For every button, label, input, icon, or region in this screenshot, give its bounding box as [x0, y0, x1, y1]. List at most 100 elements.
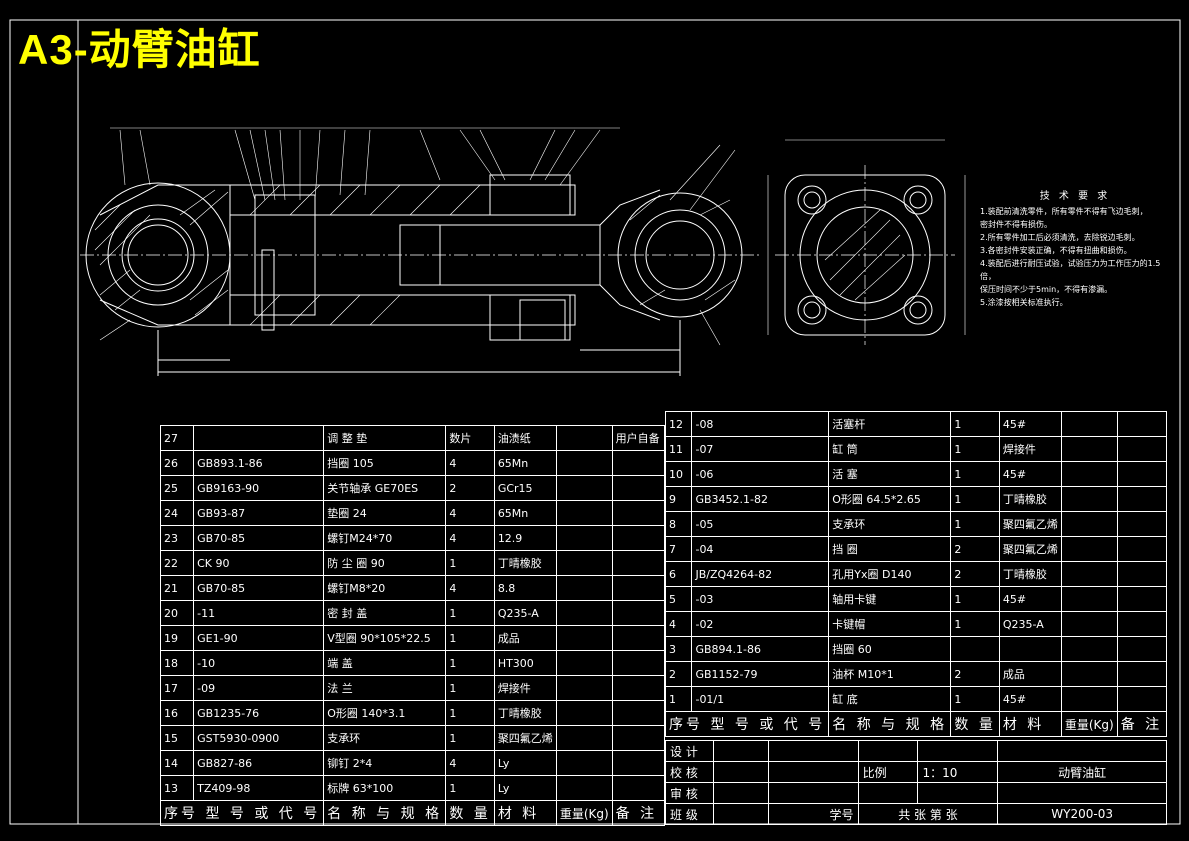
parts-list-header: 序号 型 号 或 代 号 名 称 与 规 格 数 量 材 料 重量(Kg) 备 … [664, 711, 1168, 737]
cell-wt [1060, 461, 1118, 487]
cell-mat: Ly [493, 775, 557, 801]
cell-wt [555, 675, 613, 701]
cell-wt [555, 750, 613, 776]
header-seq-code: 序号 型 号 或 代 号 [159, 800, 325, 826]
cell-seq: 11 [664, 436, 693, 462]
cell-name: 缸 筒 [828, 436, 952, 462]
cell-seq: 12 [664, 411, 693, 437]
cell-seq: 26 [159, 450, 195, 476]
cell-qty: 1 [950, 461, 1000, 487]
cell-mat: 8.8 [493, 575, 557, 601]
cell-code: CK 90 [193, 550, 325, 576]
cell-mat: Ly [493, 750, 557, 776]
cell-seq: 21 [159, 575, 195, 601]
cell-seq: 5 [664, 586, 693, 612]
cell-note [611, 525, 666, 551]
cell-mat: Q235-A [493, 600, 557, 626]
cell-mat: 65Mn [493, 450, 557, 476]
cell-note [1116, 661, 1168, 687]
header-weight: 重量(Kg) [1060, 711, 1118, 737]
cell-note [611, 750, 666, 776]
cell-code: -05 [691, 511, 830, 537]
cell-code: -03 [691, 586, 830, 612]
cell-code: -06 [691, 461, 830, 487]
cell-name: 螺钉M24*70 [323, 525, 447, 551]
cell-code: -08 [691, 411, 830, 437]
header-name: 名 称 与 规 格 [828, 711, 952, 737]
cell-note [1116, 586, 1168, 612]
cell-qty: 1 [950, 511, 1000, 537]
tech-req-heading: 技 术 要 求 [1039, 191, 1111, 202]
cell-note [611, 550, 666, 576]
cell-qty: 1 [445, 700, 495, 726]
cell-wt [1060, 611, 1118, 637]
cell-wt [555, 575, 613, 601]
cell-wt [555, 700, 613, 726]
cell-note [1116, 561, 1168, 587]
cell-note [1116, 636, 1168, 662]
cell-code: GB3452.1-82 [691, 486, 830, 512]
cell-qty: 1 [445, 550, 495, 576]
cell-qty: 1 [950, 686, 1000, 712]
cell-mat [998, 636, 1062, 662]
cell-note [611, 725, 666, 751]
cell-qty: 4 [445, 525, 495, 551]
cell-name: 挡 圈 [828, 536, 952, 562]
cell-name: 轴用卡键 [828, 586, 952, 612]
cell-mat: 丁晴橡胶 [998, 486, 1062, 512]
class-label: 班 级 [665, 803, 714, 825]
cell-name: 调 整 垫 [323, 425, 447, 451]
cell-code: GB70-85 [193, 525, 325, 551]
cell-note [1116, 536, 1168, 562]
cell-code: -09 [193, 675, 325, 701]
cell-wt [1060, 686, 1118, 712]
cell-name: 防 尘 圈 90 [323, 550, 447, 576]
cell-seq: 25 [159, 475, 195, 501]
sheets-label: 共 张 第 张 [857, 803, 999, 825]
cell-name: O形圈 140*3.1 [323, 700, 447, 726]
header-qty: 数 量 [445, 800, 495, 826]
cell-qty [950, 636, 1000, 662]
cell-wt [555, 450, 613, 476]
cell-name: V型圈 90*105*22.5 [323, 625, 447, 651]
cell-mat: 焊接件 [493, 675, 557, 701]
header-name: 名 称 与 规 格 [323, 800, 447, 826]
cell-seq: 9 [664, 486, 693, 512]
header-seq-code: 序号 型 号 或 代 号 [664, 711, 830, 737]
cell-name: 油杯 M10*1 [828, 661, 952, 687]
cell-mat: 丁晴橡胶 [493, 550, 557, 576]
cell-qty: 2 [950, 661, 1000, 687]
cell-mat: 65Mn [493, 500, 557, 526]
cell-note [1116, 461, 1168, 487]
check-label: 校 核 [665, 761, 714, 783]
cell-name: 法 兰 [323, 675, 447, 701]
cell-seq: 7 [664, 536, 693, 562]
cell-qty: 1 [950, 611, 1000, 637]
cell-qty: 1 [445, 775, 495, 801]
cell-mat: 45# [998, 461, 1062, 487]
cell-seq: 1 [664, 686, 693, 712]
cell-code: TZ409-98 [193, 775, 325, 801]
cell-qty: 1 [445, 650, 495, 676]
cell-qty: 4 [445, 500, 495, 526]
scale-value: 1：10 [917, 761, 999, 783]
cell-note [611, 575, 666, 601]
parts-list-header: 序号 型 号 或 代 号 名 称 与 规 格 数 量 材 料 重量(Kg) 备 … [159, 800, 666, 826]
cell-wt [1060, 411, 1118, 437]
cell-note [611, 600, 666, 626]
cell-seq: 2 [664, 661, 693, 687]
cell-wt [1060, 661, 1118, 687]
drawing-number: WY200-03 [997, 803, 1167, 825]
cell-code: GB1235-76 [193, 700, 325, 726]
cell-wt [555, 775, 613, 801]
cell-qty: 1 [950, 411, 1000, 437]
tech-req-line: 5.涂漆按相关标准执行。 [980, 298, 1068, 307]
cell-mat: 聚四氟乙烯 [998, 536, 1062, 562]
scale-label: 比例 [857, 761, 919, 783]
